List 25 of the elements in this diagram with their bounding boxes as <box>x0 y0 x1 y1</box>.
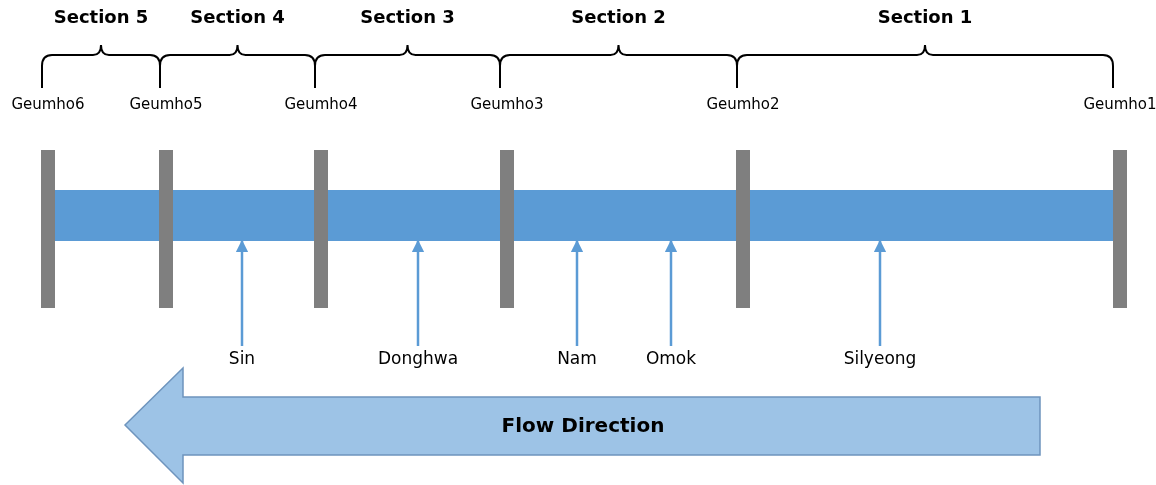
river-channel <box>750 190 1113 241</box>
section-label: Section 5 <box>52 6 150 27</box>
arrow <box>873 239 887 346</box>
arrow-label: Flow Direction <box>500 413 666 437</box>
weir-label: Geumho2 <box>705 95 781 113</box>
river-channel <box>55 190 159 241</box>
section-label: Section 1 <box>876 6 974 27</box>
arrow <box>235 239 249 346</box>
river-channel <box>328 190 500 241</box>
river-channel <box>173 190 314 241</box>
arrow <box>411 239 425 346</box>
weir-label: Geumho6 <box>10 95 86 113</box>
tributary-label: Sin <box>182 348 302 368</box>
weir-label: Geumho3 <box>469 95 545 113</box>
arrow <box>570 239 584 346</box>
section-label: Section 4 <box>189 6 286 27</box>
section-label: Section 3 <box>359 6 456 27</box>
section-label: Section 2 <box>570 6 667 27</box>
weir-label: Geumho4 <box>283 95 359 113</box>
river-channel <box>514 190 736 241</box>
arrow <box>664 239 678 346</box>
weir-label: Geumho5 <box>128 95 204 113</box>
weir-label: Geumho1 <box>1082 95 1156 113</box>
tributary-label: Donghwa <box>358 348 478 368</box>
tributary-label: Silyeong <box>820 348 940 368</box>
